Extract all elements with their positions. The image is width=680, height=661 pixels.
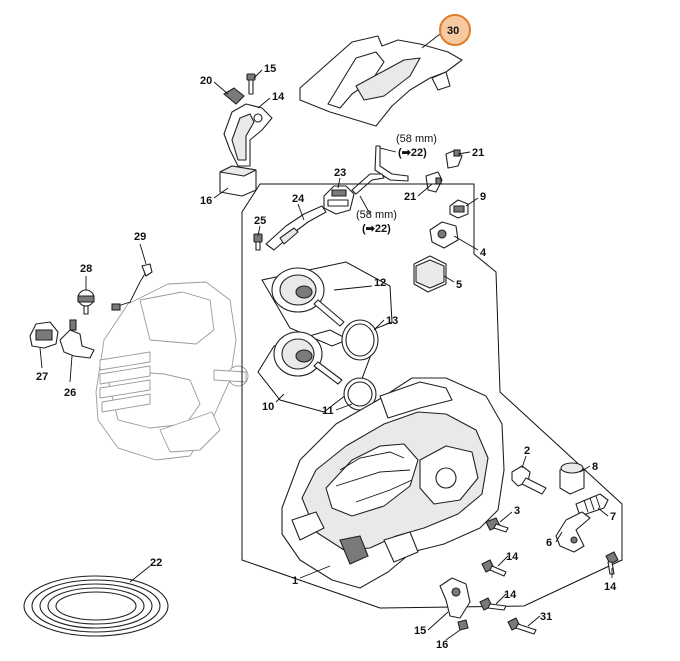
callout-10[interactable]: 10 [262,401,274,413]
part-12-filter[interactable] [271,267,345,327]
part-16-screw[interactable] [457,619,469,631]
callout-3[interactable]: 3 [514,505,520,517]
callout-14-b[interactable]: 14 [504,589,517,601]
callout-12[interactable]: 12 [374,277,386,289]
part-28-plug[interactable] [77,289,95,315]
part-11-ring[interactable] [343,377,377,411]
part-1-housing[interactable] [281,377,505,589]
part-22-coil[interactable] [23,575,169,637]
part-27-boot[interactable] [29,321,59,349]
callout-31[interactable]: 31 [540,611,552,623]
callout-2[interactable]: 2 [524,445,530,457]
callout-6[interactable]: 6 [546,537,552,549]
callout-21-b[interactable]: 21 [404,191,416,203]
part-10-filter[interactable] [273,331,343,385]
engine-assembly [95,281,249,461]
part-19-block[interactable] [219,165,257,197]
callout-5[interactable]: 5 [456,279,462,291]
part-22-hose-upper[interactable] [374,145,409,182]
housing-group-frame [241,183,623,609]
part-2-bolt[interactable] [511,465,547,495]
callout-1[interactable]: 1 [292,575,298,587]
part-7-spring[interactable] [575,493,609,517]
filter-group-frame [261,261,393,347]
part-3-screw[interactable] [485,517,509,533]
part-14-screw-b[interactable] [479,597,507,611]
part-14-screw-c[interactable] [605,551,619,575]
callout-19[interactable]: 16 [200,195,212,207]
callout-11[interactable]: 11 [322,405,334,417]
part-13-ring[interactable] [341,319,379,361]
callout-22-coil[interactable]: 22 [150,557,162,569]
part-25-fitting[interactable] [253,233,263,251]
callout-21-a[interactable]: 21 [472,147,484,159]
callout-23[interactable]: 23 [334,167,346,179]
part-22-hose-lower[interactable] [351,173,385,195]
part-4-grommet[interactable] [429,221,459,249]
part-15-bracket[interactable] [439,577,471,619]
callout-13[interactable]: 13 [386,315,398,327]
dimension-note-upper-measure: (58 mm) [396,133,437,145]
part-26-bracket[interactable] [59,319,95,359]
dimension-note-lower-measure: (58 mm) [356,209,397,221]
part-17-bracket[interactable] [223,103,273,167]
part-9-cap[interactable] [449,199,469,219]
part-5-filter[interactable] [413,255,447,293]
callout-18[interactable]: 15 [264,63,276,75]
callout-14-c[interactable]: 14 [604,581,617,593]
dimension-note-lower-ref: (➡22) [362,223,391,235]
part-29-wire[interactable] [111,263,153,311]
part-14-screw-a[interactable] [481,559,507,577]
highlight-badge [439,14,471,46]
part-23-valve[interactable] [323,185,355,215]
callout-16-label[interactable]: 16 [436,639,448,651]
callout-20[interactable]: 20 [200,75,212,87]
callout-8[interactable]: 8 [592,461,598,473]
callout-14-a[interactable]: 14 [506,551,519,563]
callout-29[interactable]: 29 [134,231,146,243]
part-8-sleeve[interactable] [559,462,585,495]
part-21-elbow-lower[interactable] [425,171,443,193]
callout-24[interactable]: 24 [292,193,305,205]
leader-lines [39,33,613,641]
callout-27[interactable]: 27 [36,371,48,383]
callout-17[interactable]: 14 [272,91,285,103]
dimension-note-upper-ref: (➡22) [398,147,427,159]
callout-26[interactable]: 26 [64,387,76,399]
part-21-elbow-upper[interactable] [445,149,463,169]
callout-7[interactable]: 7 [610,511,616,523]
part-18-screw[interactable] [246,73,256,95]
callout-30[interactable]: 30 [447,25,459,37]
part-30-cover[interactable] [299,35,463,127]
part-20-buffer[interactable] [223,87,245,105]
callout-25[interactable]: 25 [254,215,266,227]
callout-9[interactable]: 9 [480,191,486,203]
callout-4[interactable]: 4 [480,247,487,259]
callout-15-label[interactable]: 15 [414,625,426,637]
part-31-screw[interactable] [507,617,537,635]
part-6-lever[interactable] [555,511,591,553]
callout-28[interactable]: 28 [80,263,92,275]
part-24-hose[interactable] [265,205,327,251]
